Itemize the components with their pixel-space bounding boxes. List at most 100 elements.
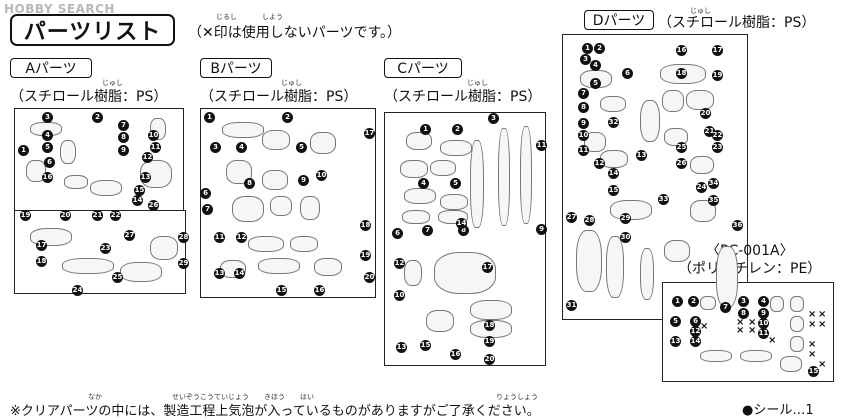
- part-number-b-20: 20: [364, 272, 375, 283]
- unused-mark-icon: ×: [818, 319, 827, 330]
- part-number-a-17: 17: [36, 240, 47, 251]
- footer-ruby-5: りょうしょう: [496, 393, 538, 401]
- part-drawing: [404, 188, 436, 204]
- part-number-b-18: 18: [360, 220, 371, 231]
- part-drawing: [290, 236, 318, 252]
- unused-mark-icon: ×: [748, 317, 757, 328]
- footer-ruby-3: きほう: [264, 393, 285, 401]
- part-number-b-2: 2: [282, 112, 293, 123]
- part-number-c-16: 16: [450, 349, 461, 360]
- runner-b-tab: Bパーツ: [200, 58, 272, 78]
- part-number-pc-2: 2: [688, 296, 699, 307]
- part-number-b-5: 5: [296, 142, 307, 153]
- runner-a-tab: Aパーツ: [10, 58, 92, 78]
- unused-mark-icon: ×: [808, 309, 817, 320]
- unused-mark-icon: ×: [748, 325, 757, 336]
- part-number-b-12: 12: [236, 232, 247, 243]
- part-number-b-11: 11: [214, 232, 225, 243]
- part-number-a-15: 15: [134, 185, 145, 196]
- part-number-d-2: 2: [594, 43, 605, 54]
- watermark: HOBBY SEARCH: [4, 2, 115, 16]
- unused-mark-icon: ×: [736, 317, 745, 328]
- part-number-d-30: 30: [620, 232, 631, 243]
- part-drawing: [470, 140, 484, 228]
- runner-a-material: （スチロール樹脂：PS）: [10, 89, 168, 105]
- part-number-d-4: 4: [590, 60, 601, 71]
- part-number-pc-14: 14: [690, 336, 701, 347]
- part-number-pc-12: 12: [690, 326, 701, 337]
- part-drawing: [600, 96, 626, 112]
- part-number-d-23: 23: [712, 142, 723, 153]
- part-number-a-16: 16: [42, 172, 53, 183]
- part-number-a-13: 13: [140, 172, 151, 183]
- part-number-a-21: 21: [92, 210, 103, 221]
- part-number-c-12: 12: [394, 258, 405, 269]
- part-number-d-11: 11: [578, 145, 589, 156]
- part-drawing: [258, 258, 300, 274]
- unused-mark-icon: ×: [736, 325, 745, 336]
- part-number-b-19: 19: [360, 250, 371, 261]
- part-drawing: [440, 140, 472, 156]
- part-number-c-17: 17: [482, 262, 493, 273]
- part-number-d-8: 8: [578, 102, 589, 113]
- part-number-d-7: 7: [578, 88, 589, 99]
- part-number-a-6: 6: [44, 157, 55, 168]
- part-number-d-22: 22: [712, 130, 723, 141]
- part-number-d-15: 15: [608, 185, 619, 196]
- part-number-b-8: 8: [244, 178, 255, 189]
- part-number-d-34: 34: [708, 178, 719, 189]
- part-drawing: [610, 200, 652, 220]
- part-number-a-7: 7: [118, 120, 129, 131]
- runner-d-tab: Dパーツ: [584, 10, 654, 30]
- part-number-c-18: 18: [484, 320, 495, 331]
- part-drawing: [232, 196, 264, 222]
- part-drawing: [662, 90, 684, 112]
- pc-material: （ポリエチレン：PE）: [678, 261, 822, 277]
- part-drawing: [690, 156, 714, 174]
- part-number-b-14: 14: [234, 268, 245, 279]
- part-number-pc-10: 10: [758, 318, 769, 329]
- part-number-b-10: 10: [316, 170, 327, 181]
- unused-mark-icon: ×: [808, 319, 817, 330]
- runner-c-material: （スチロール樹脂：PS）: [384, 89, 542, 105]
- part-number-d-36: 36: [732, 220, 743, 231]
- part-drawing: [770, 296, 784, 312]
- unused-parts-note: （✕印は使用しないパーツです。）: [188, 25, 402, 41]
- part-number-a-8: 8: [118, 132, 129, 143]
- part-number-c-2: 2: [452, 124, 463, 135]
- part-number-a-24: 24: [72, 285, 83, 296]
- part-number-a-9: 9: [118, 145, 129, 156]
- part-number-d-35: 35: [708, 195, 719, 206]
- part-number-pc-1: 1: [672, 296, 683, 307]
- part-drawing: [716, 246, 738, 308]
- part-drawing: [664, 240, 690, 262]
- part-number-a-19: 19: [20, 210, 31, 221]
- unused-mark-icon: ×: [818, 359, 827, 370]
- part-drawing: [60, 140, 76, 164]
- part-drawing: [700, 296, 716, 310]
- part-number-d-21: 21: [704, 126, 715, 137]
- part-number-pc-6: 6: [690, 316, 701, 327]
- part-drawing: [120, 262, 162, 282]
- part-number-pc-11: 11: [758, 328, 769, 339]
- runner-c-ruby: じゅし: [467, 79, 488, 87]
- part-drawing: [150, 236, 178, 260]
- part-number-a-25: 25: [112, 272, 123, 283]
- part-number-d-33: 33: [658, 194, 669, 205]
- part-number-a-20: 20: [60, 210, 71, 221]
- part-drawing: [262, 130, 290, 150]
- part-number-pc-5: 5: [670, 316, 681, 327]
- part-drawing: [640, 100, 660, 142]
- part-number-b-16: 16: [314, 285, 325, 296]
- unused-mark-icon: ×: [808, 349, 817, 360]
- part-number-d-12: 12: [594, 158, 605, 169]
- part-drawing: [686, 90, 714, 110]
- runner-a-ruby: じゅし: [102, 79, 123, 87]
- clear-parts-note: ※クリアパーツの中には、製造工程上気泡が入っているものがありますがご了承ください…: [10, 404, 540, 419]
- part-drawing: [406, 132, 432, 150]
- part-number-a-27: 27: [124, 230, 135, 241]
- part-number-pc-4: 4: [758, 296, 769, 307]
- part-number-d-27: 27: [566, 212, 577, 223]
- part-drawing: [248, 236, 284, 252]
- part-number-a-10: 10: [148, 130, 159, 141]
